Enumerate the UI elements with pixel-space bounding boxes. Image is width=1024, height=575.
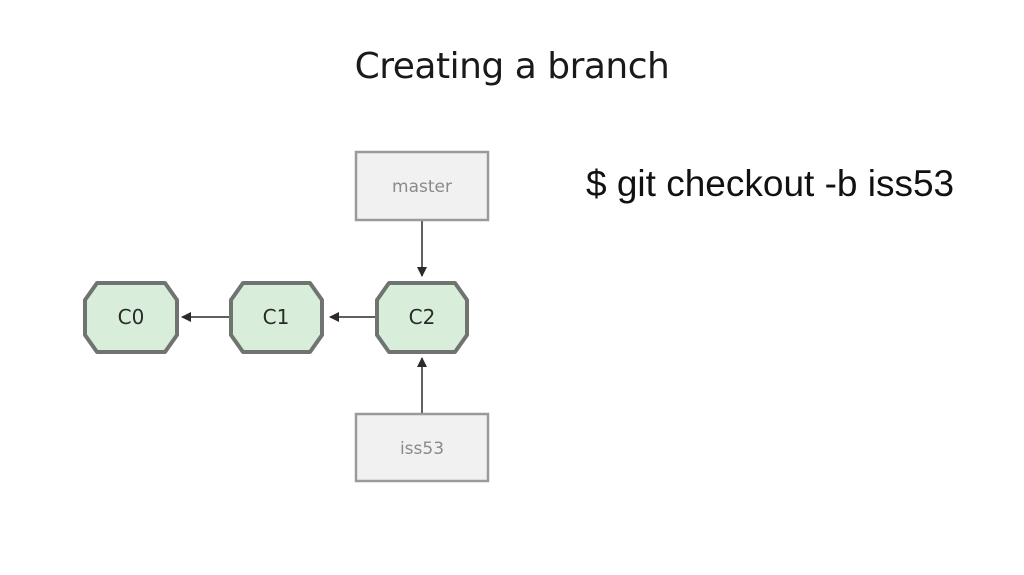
slide-title: Creating a branch: [354, 46, 670, 87]
branch-iss53-box: [354, 412, 490, 483]
commit-c1-label: C1: [263, 305, 290, 329]
commit-c0-label: C0: [118, 305, 145, 329]
commit-c2: C2: [375, 281, 469, 354]
commit-c1: C1: [229, 281, 324, 354]
branch-master-label: master: [392, 177, 452, 197]
branch-master-box: [354, 150, 490, 222]
commit-c2-label: C2: [409, 305, 436, 329]
git-command: $ git checkout -b iss53: [586, 163, 955, 204]
commit-c2-node: [375, 281, 469, 354]
branch-iss53: iss53: [354, 412, 490, 483]
commit-c1-node: [229, 281, 324, 354]
branch-master: master: [354, 150, 490, 222]
commit-c0-node: [83, 281, 179, 354]
branch-iss53-label: iss53: [400, 439, 444, 459]
commit-c0: C0: [83, 281, 179, 354]
